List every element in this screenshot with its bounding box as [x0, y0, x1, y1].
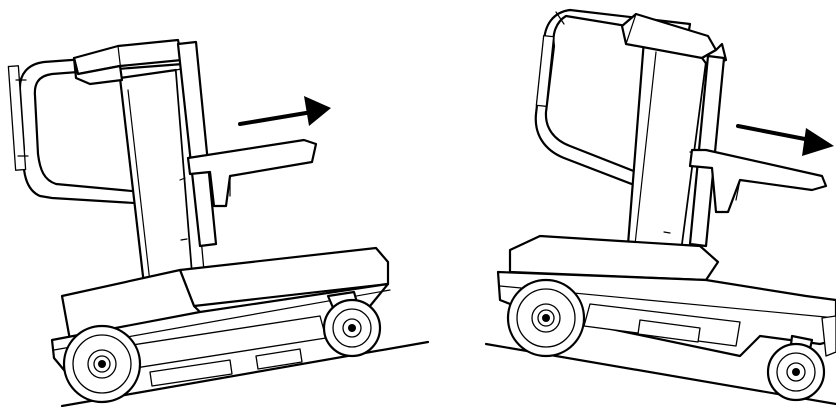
head-unit-left — [72, 38, 184, 86]
left-panel — [7, 38, 430, 407]
handle-bar-right — [534, 8, 692, 200]
rear-wheel-right — [506, 278, 586, 358]
front-caster-left — [322, 290, 382, 358]
front-caster-right — [766, 315, 836, 402]
base-chassis-right — [496, 234, 836, 358]
right-panel — [484, 8, 836, 406]
arrow-right-down-icon — [736, 124, 834, 156]
rear-wheel-left — [62, 324, 142, 404]
handle-bar-left — [7, 50, 188, 208]
arrow-right-icon — [238, 96, 331, 126]
work-tray-right — [688, 148, 828, 214]
work-tray-left — [186, 138, 318, 208]
side-panel-left — [176, 40, 218, 248]
